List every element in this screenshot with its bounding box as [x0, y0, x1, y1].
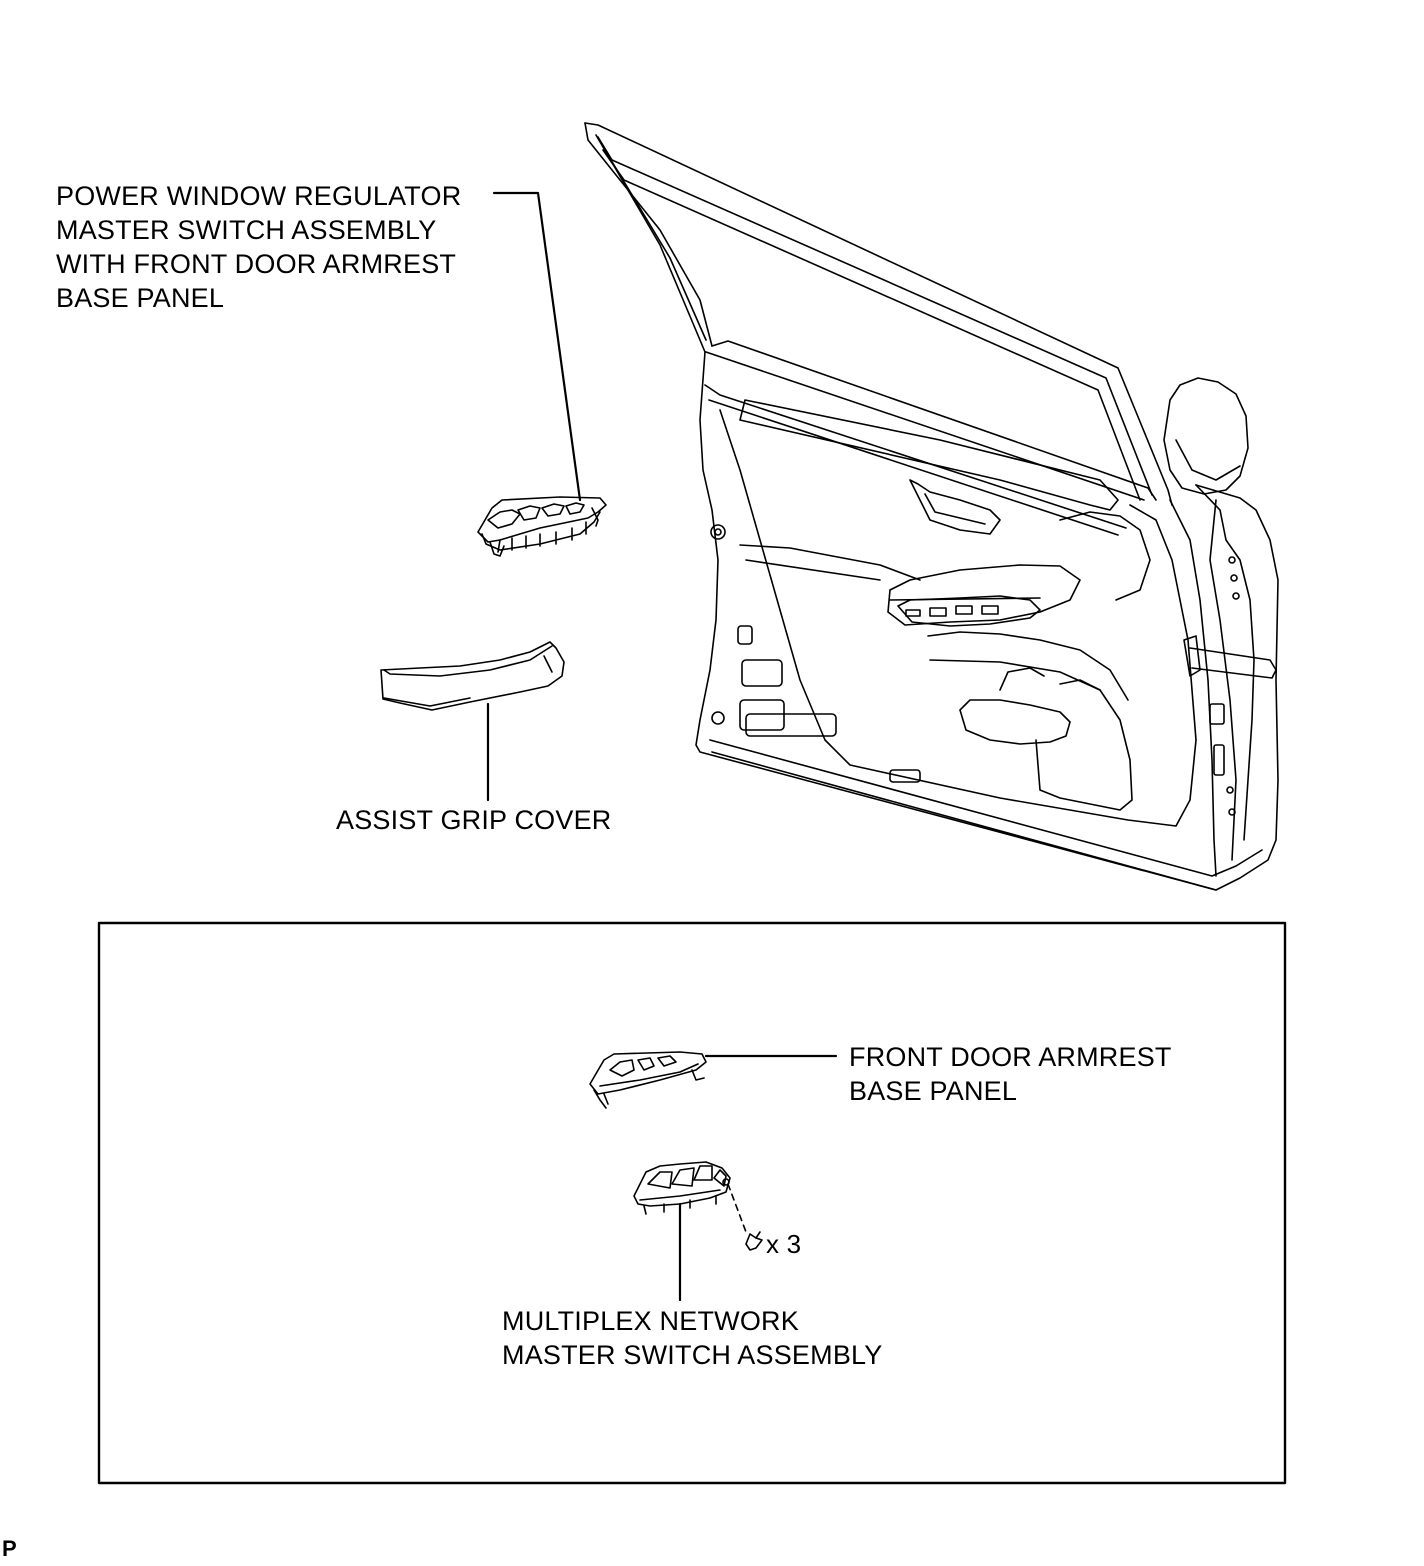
multiplex-master-switch-illustration	[634, 1162, 730, 1214]
armrest-base-label-line1: FRONT DOOR ARMREST	[849, 1042, 1172, 1072]
multiplex-label-line2: MASTER SWITCH ASSEMBLY	[502, 1340, 883, 1370]
assist-grip-cover-label: ASSIST GRIP COVER	[336, 803, 611, 837]
inset-box	[99, 923, 1285, 1483]
power-window-label-line4: BASE PANEL	[56, 283, 225, 313]
power-window-label-line1: POWER WINDOW REGULATOR	[56, 181, 462, 211]
power-window-leader	[494, 193, 580, 500]
leader-lines	[488, 193, 836, 1300]
corner-mark: P	[2, 1536, 17, 1561]
power-window-master-switch-label: POWER WINDOW REGULATOR MASTER SWITCH ASS…	[56, 179, 461, 315]
front-door-illustration	[585, 123, 1278, 890]
assist-grip-cover-illustration	[381, 642, 564, 710]
power-window-master-switch-illustration	[478, 497, 606, 556]
armrest-base-panel-illustration	[590, 1052, 706, 1108]
multiplex-master-switch-label: MULTIPLEX NETWORK MASTER SWITCH ASSEMBLY	[502, 1304, 882, 1372]
multiplex-label-line1: MULTIPLEX NETWORK	[502, 1306, 799, 1336]
power-window-label-line2: MASTER SWITCH ASSEMBLY	[56, 215, 437, 245]
screw-quantity-label: x 3	[766, 1229, 802, 1259]
armrest-base-panel-label: FRONT DOOR ARMREST BASE PANEL	[849, 1040, 1172, 1108]
power-window-label-line3: WITH FRONT DOOR ARMREST	[56, 249, 457, 279]
screw-illustration	[728, 1184, 762, 1250]
armrest-base-label-line2: BASE PANEL	[849, 1076, 1018, 1106]
assist-grip-label-text: ASSIST GRIP COVER	[336, 805, 612, 835]
